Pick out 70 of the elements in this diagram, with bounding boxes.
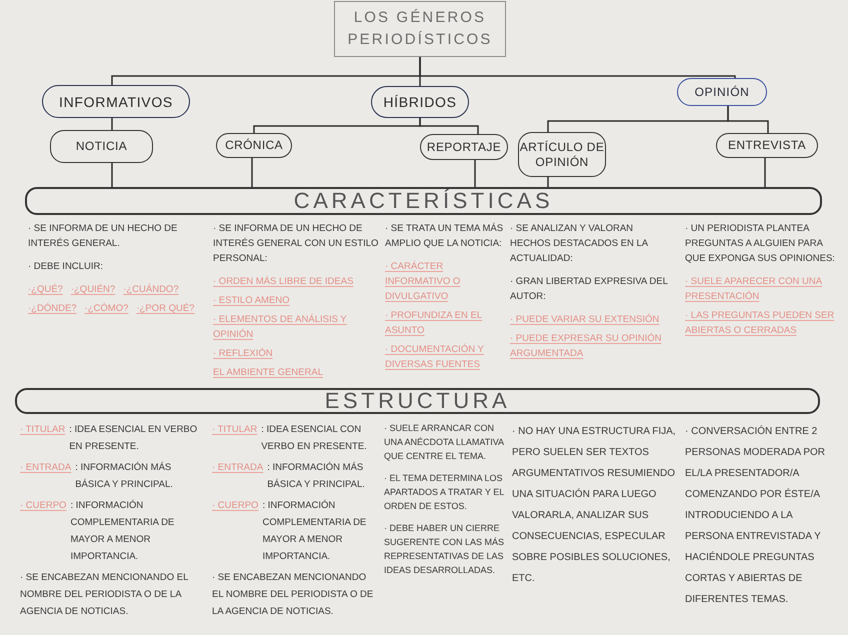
highlighted-note: · ELEMENTOS DE ANÁLISIS Y OPINIÓN	[213, 312, 348, 342]
section-band	[15, 388, 820, 414]
highlighted-note: · LAS PREGUNTAS PUEDEN SER ABIERTAS O CERRADAS	[685, 309, 836, 338]
highlighted-note: · CUERPO	[212, 499, 258, 513]
highlighted-note: · DOCUMENTACIÓN Y DIVERSAS FUENTES	[385, 342, 485, 372]
highlighted-note: · ESTILO AMENO	[213, 294, 290, 308]
category-pill	[677, 78, 767, 106]
category-label: INFORMATIVOS	[59, 94, 173, 110]
note-text: · SUELE ARRANCAR CON UNA ANÉCDOTA LLAMATIVA QUE CENTRE EL TEMA.	[384, 422, 505, 463]
connector-line	[727, 106, 769, 133]
note-text: · CONVERSACIÓN ENTRE 2 PERSONAS MODERADA POR EL/LA PRESENTADOR/A COMENZANDO POR ÉSTE/A INTRODUCIENDO A LA PERSONA ENTREVISTADA Y HACIÉNDOLE PREGUNTAS CORTAS Y ABIERTAS DE DIFERENTES TEMAS.	[685, 424, 826, 607]
highlighted-note: ·¿POR QUÉ?	[136, 302, 194, 316]
note-text: : IDEA ESENCIAL EN VERBO EN PRESENTE.	[68, 423, 198, 454]
category-pill	[371, 86, 469, 118]
note-text: · EL TEMA DETERMINA LOS APARTADOS A TRATAR Y EL ORDEN DE ESTOS.	[384, 472, 505, 513]
category-pill	[42, 85, 190, 118]
note-text: : INFORMACIÓN COMPLEMENTARIA DE MAYOR A MENOR IMPORTANCIA.	[69, 498, 176, 564]
category-label: HÍBRIDOS	[383, 94, 457, 110]
note-text: · SE ENCABEZAN MENCIONANDO EL NOMBRE DEL PERIODISTA O DE LA AGENCIA DE NOTICIAS.	[20, 571, 190, 619]
section-band	[25, 187, 822, 215]
highlighted-note: · CARÁCTER INFORMATIVO O DIVULGATIVO	[385, 260, 462, 304]
note-text: · SE INFORMA DE UN HECHO DE INTERÉS GENERAL CON UN ESTILO PERSONAL:	[213, 222, 380, 266]
highlighted-note: · TITULAR	[20, 423, 66, 437]
genre-label: CRÓNICA	[225, 138, 283, 153]
connector-line	[419, 57, 736, 78]
note-text: · UN PERIODISTA PLANTEA PREGUNTAS A ALGUIEN PARA QUE EXPONGA SUS OPINIONES:	[685, 222, 836, 266]
section-heading: CARACTERÍSTICAS	[294, 189, 554, 213]
connector-line	[251, 158, 253, 187]
highlighted-note: · ENTRADA	[212, 461, 264, 475]
note-text: · SE TRATA UN TEMA MÁS AMPLIO QUE LA NOTICIA:	[385, 222, 504, 251]
title-text: LOS GÉNEROS PERIODÍSTICOS	[346, 8, 494, 50]
note-text: : INFORMACIÓN COMPLEMENTARIA DE MAYOR A MENOR IMPORTANCIA.	[261, 498, 368, 564]
connector-line	[111, 118, 113, 130]
note-text: · SE ANALIZAN Y VALORAN HECHOS DESTACADOS EN LA ACTUALIDAD:	[510, 222, 649, 266]
highlighted-note: · TITULAR	[212, 423, 258, 437]
highlighted-note: ·¿CUÁNDO?	[123, 282, 179, 297]
category-label: OPINIÓN	[694, 85, 750, 99]
genre-label: NOTICIA	[76, 139, 128, 154]
connector-line	[111, 163, 113, 187]
connector-line	[547, 177, 549, 187]
genre-label: ARTÍCULO DE OPINIÓN	[519, 140, 605, 170]
highlighted-note: · ENTRADA	[20, 461, 72, 475]
note-text: · SE ENCABEZAN MENCIONANDO EL NOMBRE DEL PERIODISTA O DE LA AGENCIA DE NOTICIAS.	[212, 571, 374, 619]
note-text: · NO HAY UNA ESTRUCTURA FIJA, PERO SUELEN SER TEXTOS ARGUMENTATIVOS RESUMIENDO UNA SITUACIÓN PARA LUEGO VALORARLA, ANALIZAR SUS CONSECUENCIAS, ESPECULAR SOBRE POSIBLES SOLUCIONES, ETC.	[512, 425, 677, 586]
note-text: · GRAN LIBERTAD EXPRESIVA DEL AUTOR:	[510, 275, 669, 304]
note-text: · SE INFORMA DE UN HECHO DE INTERÉS GENERAL.	[28, 222, 178, 251]
note-text: · DEBE HABER UN CIERRE SUGERENTE CON LAS MÁS REPRESENTATIVAS DE LAS IDEAS DESARROLLADAS.	[384, 522, 506, 577]
highlighted-note: · SUELE APARECER CON UNA PRESENTACIÓN	[685, 275, 824, 304]
highlighted-note: ·¿DÓNDE?	[28, 302, 77, 316]
title-box	[334, 1, 506, 57]
note-text: : INFORMACIÓN MÁS BÁSICA Y PRINCIPAL.	[266, 460, 366, 492]
highlighted-note: · REFLEXIÓN	[213, 346, 273, 361]
highlighted-note: · PROFUNDIZA EN EL ASUNTO	[385, 309, 484, 338]
highlighted-note: · ORDEN MÁS LIBRE DE IDEAS	[213, 274, 354, 289]
highlighted-note: · PUEDE VARIAR SU EXTENSIÓN	[510, 312, 660, 327]
highlighted-note: · CUERPO	[20, 499, 66, 513]
note-text: : IDEA ESENCIAL CON VERBO EN PRESENTE.	[260, 423, 368, 454]
connector-line	[474, 160, 476, 187]
note-text: · DEBE INCLUIR:	[28, 260, 104, 274]
highlighted-note: · PUEDE EXPRESAR SU OPINIÓN ARGUMENTADA	[510, 332, 663, 361]
highlighted-note: ·¿QUÉ?	[28, 282, 63, 297]
section-heading: ESTRUCTURA	[324, 389, 510, 413]
connector-line	[419, 118, 479, 134]
genre-label: ENTREVISTA	[728, 138, 806, 153]
connector-line	[764, 158, 766, 187]
note-text: : INFORMACIÓN MÁS BÁSICA Y PRINCIPAL.	[74, 460, 174, 492]
genre-label: REPORTAJE	[426, 140, 502, 154]
highlighted-note: ·¿CÓMO?	[84, 302, 128, 316]
highlighted-note: ·¿QUIÉN?	[70, 282, 116, 297]
highlighted-note: EL AMBIENTE GENERAL	[213, 366, 323, 380]
